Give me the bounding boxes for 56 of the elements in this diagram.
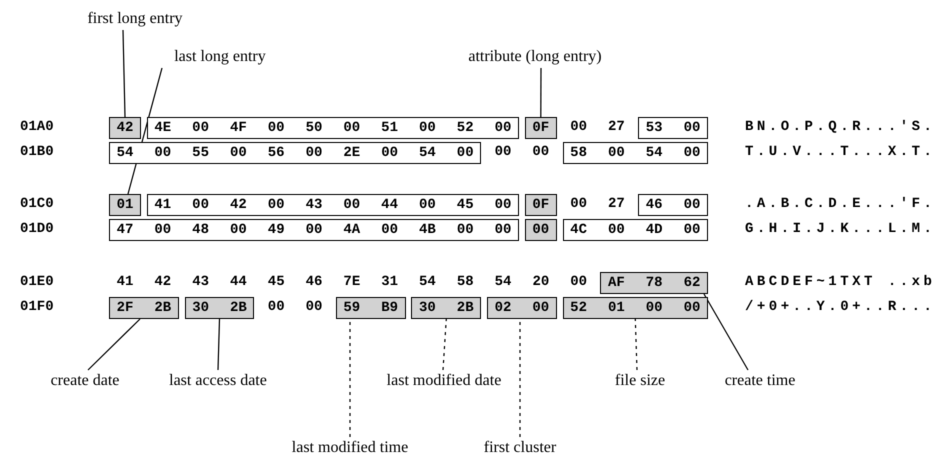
hex-bytes: 00 00 bbox=[494, 145, 550, 159]
highlighted-byte-group: 01 bbox=[109, 194, 141, 216]
highlighted-byte-group: 30 2B bbox=[184, 297, 254, 319]
leader-line bbox=[634, 318, 638, 370]
callout-label: create time bbox=[705, 370, 815, 392]
leader-line bbox=[703, 294, 749, 370]
address-label: 01F0 bbox=[20, 300, 54, 314]
callout-label: first cluster bbox=[460, 437, 580, 459]
address-label: 01E0 bbox=[20, 275, 54, 289]
callout-label: last long entry bbox=[150, 46, 290, 68]
byte-group-box: 54 00 55 00 56 00 2E 00 54 00 bbox=[109, 142, 482, 164]
byte-group-box: 41 00 42 00 43 00 44 00 45 00 bbox=[146, 194, 519, 216]
ascii-text: T.U.V...T...X.T. bbox=[745, 145, 936, 159]
address-label: 01B0 bbox=[20, 145, 54, 159]
leader-line bbox=[349, 319, 351, 437]
highlighted-byte-group: 00 bbox=[524, 219, 557, 241]
hex-bytes: 00 27 bbox=[570, 197, 625, 211]
highlighted-byte-group: 2F 2B bbox=[109, 297, 179, 319]
hex-bytes: 00 27 bbox=[570, 120, 625, 134]
ascii-text: BN.O.P.Q.R...'S. bbox=[745, 120, 936, 134]
address-label: 01C0 bbox=[20, 197, 54, 211]
leader-line bbox=[519, 319, 521, 437]
byte-group-box: 47 00 48 00 49 00 4A 00 4B 00 00 bbox=[109, 219, 519, 241]
leader-line bbox=[122, 30, 126, 118]
callout-label: first long entry bbox=[55, 8, 215, 30]
leader-line bbox=[442, 318, 447, 370]
highlighted-byte-group: 02 00 bbox=[487, 297, 557, 319]
address-label: 01D0 bbox=[20, 222, 54, 236]
highlighted-byte-group: 30 2B bbox=[411, 297, 482, 319]
callout-label: create date bbox=[30, 370, 140, 392]
leader-line bbox=[217, 318, 220, 370]
byte-group-box: 46 00 bbox=[638, 194, 708, 216]
ascii-text: /+0+..Y.0+..R... bbox=[745, 300, 936, 314]
highlighted-byte-group: 42 bbox=[109, 117, 141, 139]
callout-label: file size bbox=[600, 370, 680, 392]
highlighted-byte-group: 59 B9 bbox=[336, 297, 406, 319]
byte-group-box: 4E 00 4F 00 50 00 51 00 52 00 bbox=[146, 117, 519, 139]
callout-label: attribute (long entry) bbox=[425, 46, 645, 68]
byte-group-box: 4C 00 4D 00 bbox=[562, 219, 708, 241]
highlighted-byte-group: 0F bbox=[524, 117, 557, 139]
ascii-text: G.H.I.J.K...L.M. bbox=[745, 222, 936, 236]
leader-line bbox=[88, 318, 140, 370]
highlighted-byte-group: 0F bbox=[524, 194, 557, 216]
hex-bytes: 41 42 43 44 45 46 7E 31 54 58 54 20 00 bbox=[116, 275, 588, 289]
address-label: 01A0 bbox=[20, 120, 54, 134]
highlighted-byte-group: AF 78 62 bbox=[600, 272, 708, 294]
highlighted-byte-group: 52 01 00 00 bbox=[562, 297, 708, 319]
callout-label: last modified date bbox=[383, 370, 505, 392]
byte-group-box: 58 00 54 00 bbox=[562, 142, 708, 164]
callout-label: last access date bbox=[168, 370, 268, 392]
ascii-text: .A.B.C.D.E...'F. bbox=[745, 197, 936, 211]
leader-line bbox=[540, 68, 542, 117]
callout-label: last modified time bbox=[260, 437, 440, 459]
hex-bytes: 00 00 bbox=[268, 300, 322, 314]
ascii-text: ABCDEF~1TXT ..xb bbox=[745, 275, 936, 289]
byte-group-box: 53 00 bbox=[638, 117, 708, 139]
